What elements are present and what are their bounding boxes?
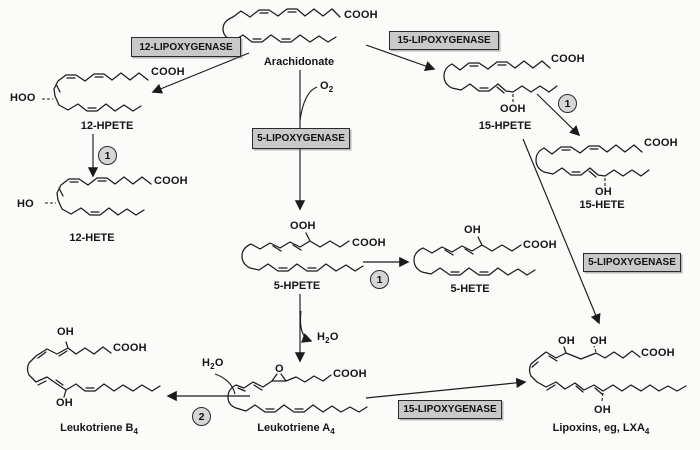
h2o-entry-curve — [214, 373, 236, 395]
lipoxin-oh-left-label: OH — [558, 335, 575, 347]
step-circle-2-ltb4: 2 — [192, 407, 211, 426]
lipoxin-oh-right-label: OH — [590, 335, 607, 347]
h2o-o: O — [214, 357, 224, 369]
hete15-structure — [535, 144, 650, 187]
hete5-oh-label: OH — [464, 224, 481, 236]
hpete5-ooh-label: OOH — [290, 220, 316, 232]
hpete12-cooh-label: COOH — [151, 66, 185, 78]
lta4-epoxide-o-label: O — [275, 363, 284, 375]
hpete15-name: 15-HPETE — [478, 120, 532, 132]
hete5-structure — [413, 236, 536, 276]
o2-label: O2 — [320, 80, 333, 96]
lipoxin-structure — [528, 345, 687, 402]
hete12-name: 12-HETE — [69, 232, 115, 244]
h2o-added-label: H2O — [202, 357, 224, 373]
pathway-arrows — [87, 44, 601, 402]
h2o-h: H — [317, 331, 326, 343]
step-circle-1-12hete: 1 — [98, 146, 117, 165]
step-circle-1-5hete: 1 — [370, 270, 389, 289]
lipoxins-name-sub: 4 — [644, 427, 650, 437]
arrow-arachidonate-to-15hpete — [365, 44, 436, 71]
lta4-name-base: Leukotriene A — [257, 422, 331, 434]
hpete5-name: 5-HPETE — [273, 280, 321, 292]
ltb4-name: Leukotriene B4 — [60, 422, 138, 438]
hete5-name: 5-HETE — [450, 283, 490, 295]
ltb4-oh-top-label: OH — [57, 326, 74, 338]
hpete15-structure — [443, 60, 558, 102]
lipoxin-cooh-label: COOH — [641, 347, 675, 359]
h2o-release-curve — [299, 310, 313, 343]
enzyme-box-12-lipoxygenase: 12-LIPOXYGENASE — [131, 37, 241, 57]
ltb4-name-sub: 4 — [133, 427, 138, 437]
hpete5-cooh-label: COOH — [352, 237, 386, 249]
lta4-cooh-label: COOH — [333, 368, 367, 380]
ltb4-cooh-label: COOH — [113, 342, 147, 354]
lta4-structure — [227, 373, 368, 413]
hete15-oh-label: OH — [595, 186, 612, 198]
ltb4-structure — [26, 341, 161, 398]
hete15-name: 15-HETE — [579, 199, 625, 211]
o2-entry-curve — [299, 86, 318, 121]
h2o-h: H — [202, 357, 211, 369]
lipoxins-name: Lipoxins, eg, LXA4 — [553, 422, 650, 438]
arrow-15hpete-to-lipoxins — [522, 138, 601, 325]
arachidonate-cooh-label: COOH — [344, 9, 378, 21]
lipoxin-oh-bottom-label: OH — [594, 404, 611, 416]
h2o-released-label: H2O — [317, 331, 339, 347]
hete12-structure — [44, 176, 152, 216]
arrow-arachidonate-to-12hpete — [151, 52, 250, 94]
step-circle-1-15hete: 1 — [558, 94, 577, 113]
h2o-sub: 2 — [210, 362, 215, 372]
enzyme-box-5-lipoxygenase-right: 5-LIPOXYGENASE — [583, 253, 681, 272]
hpete12-structure — [42, 72, 149, 112]
arachidonate-name: Arachidonate — [263, 56, 335, 68]
hete12-cooh-label: COOH — [154, 175, 188, 187]
arachidonate-structure — [222, 8, 341, 43]
h2o-o: O — [329, 331, 339, 343]
hete15-cooh-label: COOH — [644, 137, 678, 149]
ltb4-name-base: Leukotriene B — [60, 422, 134, 434]
ltb4-oh-bottom-label: OH — [56, 397, 73, 409]
hpete5-structure — [241, 232, 364, 272]
o2-base: O — [320, 80, 329, 92]
hete5-cooh-label: COOH — [523, 239, 557, 251]
hpete12-hoo-label: HOO — [10, 92, 36, 104]
enzyme-box-15-lipoxygenase-top: 15-LIPOXYGENASE — [389, 31, 499, 50]
enzyme-box-5-lipoxygenase-center: 5-LIPOXYGENASE — [252, 128, 350, 149]
arrow-15hpete-to-15hete — [536, 93, 581, 137]
arrow-lta4-to-lipoxins — [365, 377, 527, 399]
lipoxins-name-base: Lipoxins, eg, LXA — [552, 422, 645, 434]
h2o-sub: 2 — [325, 336, 330, 346]
hpete12-name: 12-HPETE — [80, 120, 134, 132]
lta4-name: Leukotriene A4 — [257, 422, 334, 438]
hete12-ho-label: HO — [17, 198, 34, 210]
o2-sub: 2 — [328, 85, 334, 95]
lta4-name-sub: 4 — [330, 427, 335, 437]
hpete15-ooh-label: OOH — [500, 103, 526, 115]
enzyme-box-15-lipoxygenase-bottom: 15-LIPOXYGENASE — [398, 400, 502, 419]
hpete15-cooh-label: COOH — [551, 53, 585, 65]
